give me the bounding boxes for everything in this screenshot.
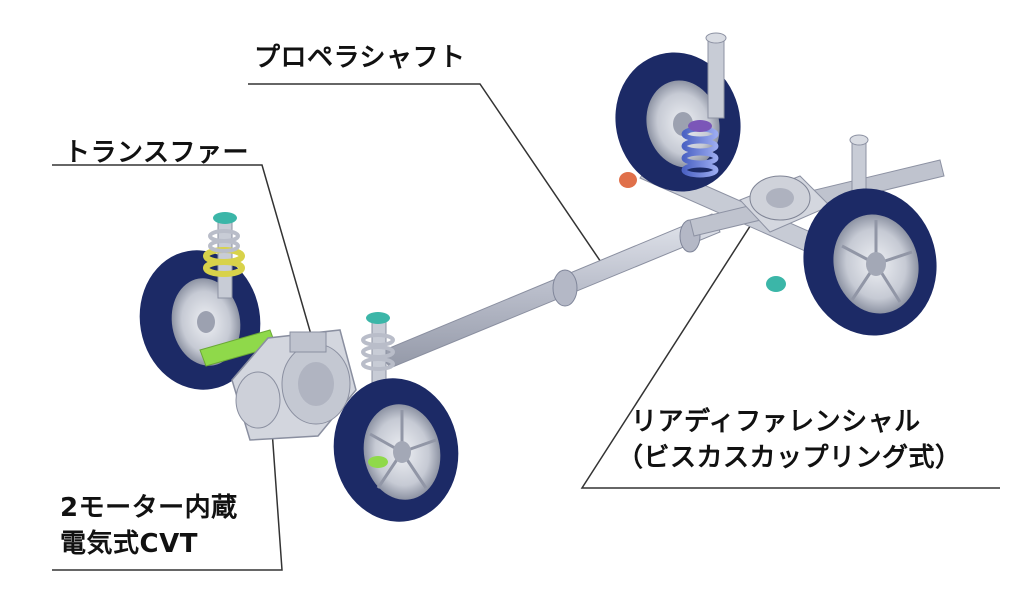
leader-line-rear-differential — [580, 191, 1000, 489]
leader-lines — [52, 83, 1000, 571]
cvt-transfer-housing — [231, 329, 357, 441]
cvt-label-line1: 2モーター内蔵 — [60, 493, 238, 523]
rear-differential-type-label: （ビスカスカップリング式） — [617, 443, 962, 473]
leader-line-propeller-shaft — [248, 83, 606, 269]
rear-suspension — [619, 32, 869, 292]
propeller-shaft-label: プロペラシャフト — [254, 43, 466, 73]
leader-line-cvt — [52, 429, 283, 571]
front-suspension — [199, 212, 395, 401]
front-right-wheel — [333, 378, 459, 522]
rear-right-wheel — [803, 188, 937, 336]
transfer-label: トランスファー — [64, 138, 249, 168]
leader-line-transfer — [52, 164, 313, 339]
rear-differential — [749, 175, 811, 221]
propeller-shaft — [379, 213, 721, 369]
rear-differential-label: リアディファレンシャル — [631, 407, 921, 437]
cvt-label-line2: 電気式CVT — [60, 529, 198, 559]
